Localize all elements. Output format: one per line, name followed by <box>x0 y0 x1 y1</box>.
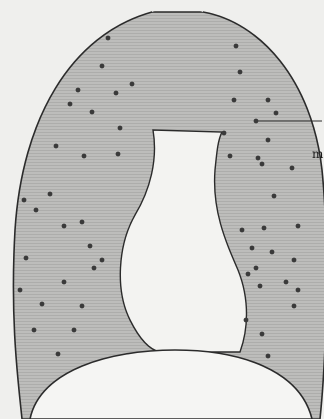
particle-dot <box>114 91 119 96</box>
particle-dot <box>62 280 67 285</box>
particle-dot <box>240 228 245 233</box>
particle-dot <box>266 138 271 143</box>
particle-dot <box>22 198 27 203</box>
particle-dot <box>18 288 23 293</box>
particle-dot <box>262 226 267 231</box>
particle-dot <box>34 208 39 213</box>
particle-dot <box>272 194 277 199</box>
particle-dot <box>292 304 297 309</box>
particle-dot <box>254 266 259 271</box>
particle-dot <box>296 224 301 229</box>
particle-dot <box>76 88 81 93</box>
particle-dot <box>292 258 297 263</box>
particle-dot <box>62 224 67 229</box>
particle-dot <box>234 44 239 49</box>
particle-dot <box>270 250 275 255</box>
particle-dot <box>274 111 279 116</box>
particle-dot <box>238 70 243 75</box>
particle-dot <box>88 244 93 249</box>
particle-dot <box>80 304 85 309</box>
particle-dot <box>232 98 237 103</box>
particle-dot <box>72 328 77 333</box>
particle-dot <box>258 284 263 289</box>
particle-dot <box>24 256 29 261</box>
particle-dot <box>106 36 111 41</box>
particle-dot <box>100 258 105 263</box>
particle-dot <box>228 154 233 159</box>
particle-dot <box>90 110 95 115</box>
particle-dot <box>284 280 289 285</box>
particle-dot <box>222 131 227 136</box>
particle-dot <box>48 192 53 197</box>
particle-dot <box>296 288 301 293</box>
particle-dot <box>290 166 295 171</box>
particle-dot <box>100 64 105 69</box>
particle-dot <box>130 82 135 87</box>
particle-dot <box>40 302 45 307</box>
particle-dot <box>260 162 265 167</box>
particle-dot <box>118 126 123 131</box>
particle-dot <box>266 354 271 359</box>
particle-dot <box>54 144 59 149</box>
particle-dot <box>80 220 85 225</box>
particle-dot <box>68 102 73 107</box>
particle-dot <box>266 98 271 103</box>
particle-dot <box>260 332 265 337</box>
pointer-label: m <box>312 148 323 160</box>
particle-dot <box>32 328 37 333</box>
particle-dot <box>250 246 255 251</box>
particle-dot <box>246 272 251 277</box>
particle-dot <box>92 266 97 271</box>
top-notch <box>152 0 203 12</box>
particle-dot <box>116 152 121 157</box>
particle-dot <box>244 318 249 323</box>
particle-dot <box>56 352 61 357</box>
particle-dot <box>256 156 261 161</box>
particle-dot <box>82 154 87 159</box>
particle-dot <box>254 119 259 124</box>
